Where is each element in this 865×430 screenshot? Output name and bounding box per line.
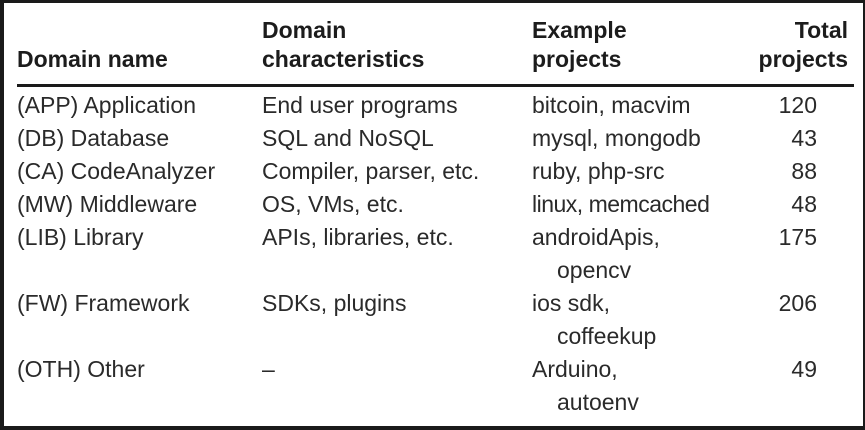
header-characteristics-line1: Domain: [262, 17, 347, 43]
row-mw-domain: (MW) Middleware: [17, 191, 198, 217]
header-examples-line1: Example: [532, 17, 627, 43]
header-examples-line2: projects: [532, 46, 622, 72]
row-oth-characteristics: –: [262, 356, 275, 382]
row-db-examples: mysql, mongodb: [532, 125, 701, 151]
row-db-characteristics: SQL and NoSQL: [262, 125, 434, 151]
row-lib-examples-line1: androidApis,: [532, 224, 660, 250]
row-app-examples: bitcoin, macvim: [532, 92, 691, 118]
row-app-characteristics: End user programs: [262, 92, 458, 118]
row-app-domain: (APP) Application: [17, 92, 196, 118]
row-lib-examples-line2: opencv: [557, 257, 632, 283]
row-lib-total: 175: [778, 224, 817, 250]
header-characteristics-line2: characteristics: [262, 46, 425, 72]
row-mw-total: 48: [791, 191, 817, 217]
row-fw-characteristics: SDKs, plugins: [262, 290, 407, 316]
row-db-total: 43: [791, 125, 817, 151]
header-total-line1: Total: [794, 17, 848, 43]
row-ca-domain: (CA) CodeAnalyzer: [17, 158, 216, 184]
header-rule: [17, 84, 854, 87]
header-total-line2: projects: [758, 46, 848, 72]
row-oth-domain: (OTH) Other: [17, 356, 145, 382]
header-domain-name: Domain name: [17, 46, 168, 72]
row-fw-examples-line1: ios sdk,: [532, 290, 610, 316]
row-oth-examples-line1: Arduino,: [532, 356, 618, 382]
row-ca-examples: ruby, php-src: [532, 158, 665, 184]
row-mw-characteristics: OS, VMs, etc.: [262, 191, 404, 217]
row-fw-domain: (FW) Framework: [17, 290, 190, 316]
row-fw-examples-line2: coffeekup: [557, 323, 657, 349]
row-app-total: 120: [778, 92, 817, 118]
row-ca-total: 88: [791, 158, 817, 184]
row-oth-total: 49: [791, 356, 817, 382]
row-oth-examples-line2: autoenv: [557, 389, 639, 415]
row-mw-examples: linux, memcached: [532, 191, 710, 217]
row-ca-characteristics: Compiler, parser, etc.: [262, 158, 480, 184]
row-fw-total: 206: [778, 290, 817, 316]
row-db-domain: (DB) Database: [17, 125, 170, 151]
row-lib-characteristics: APIs, libraries, etc.: [262, 224, 454, 250]
row-lib-domain: (LIB) Library: [17, 224, 144, 250]
